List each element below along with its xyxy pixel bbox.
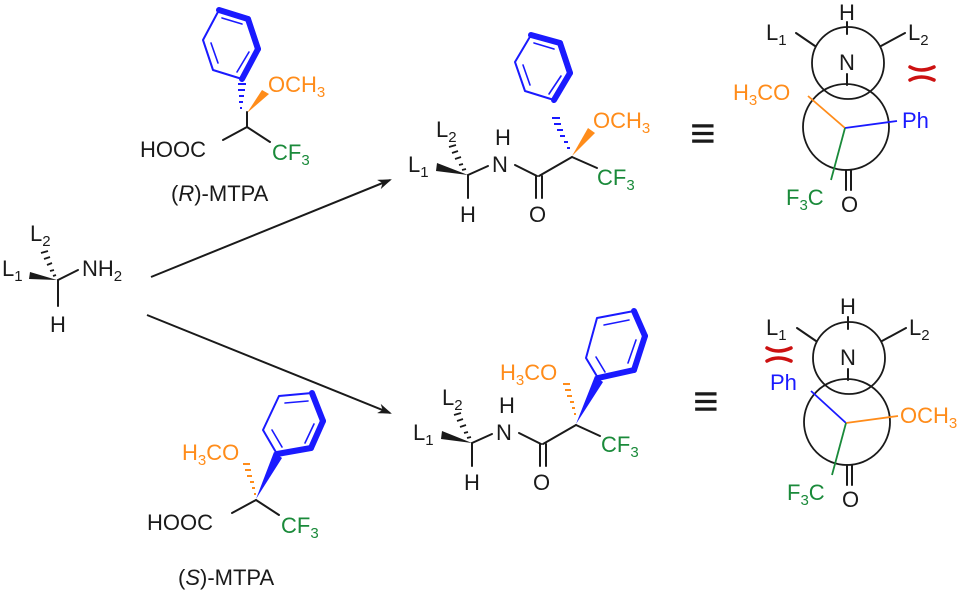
h-label: H — [50, 312, 66, 337]
wedge-bond-methoxy — [572, 128, 595, 156]
nh-h-label: H — [499, 393, 515, 418]
hashed-bond-phenyl — [238, 83, 246, 109]
methoxy-label: H3CO — [733, 80, 790, 109]
reaction-arrow-icon-top — [150, 179, 392, 278]
trifluoromethyl-label: F3C — [787, 480, 825, 509]
s-mtpa-label: (S)-MTPA — [178, 565, 274, 590]
reaction-arrow-icon-bottom — [146, 314, 392, 414]
hashed-bond-l2 — [40, 250, 57, 277]
hashed-bond-l2 — [448, 144, 467, 171]
l2-label: L2 — [30, 221, 51, 250]
carbonyl-o-label: O — [842, 487, 859, 512]
phenyl-ring-icon — [585, 308, 648, 381]
s-mtpa-amide-structure: L1 L2 H N H O — [413, 308, 648, 495]
hashed-bond-methoxy — [243, 463, 256, 495]
r-mtpa-amide-structure: L1 L2 H N H O — [408, 32, 650, 227]
r-mtpa-label: (R)-MTPA — [171, 181, 269, 206]
phenyl-ring-icon — [514, 32, 573, 103]
h-label: H — [839, 0, 855, 25]
steric-clash-icon — [908, 65, 936, 82]
l2-label: L2 — [908, 20, 929, 49]
l1-label: L1 — [413, 420, 434, 449]
methoxy-label: H3CO — [500, 360, 557, 389]
methoxy-label: H3CO — [182, 440, 239, 469]
n-label: N — [839, 50, 855, 75]
h-label: H — [464, 470, 480, 495]
equivalent-symbol-bottom: ≡ — [693, 377, 719, 426]
trifluoromethyl-label: CF3 — [597, 165, 635, 194]
l2-label: L2 — [442, 385, 463, 414]
trifluoromethyl-label: F3C — [786, 185, 824, 214]
trifluoromethyl-label: CF3 — [281, 513, 319, 542]
l2-label: L2 — [436, 117, 457, 146]
amine-label: NH2 — [82, 256, 122, 285]
carbonyl-o-label: O — [533, 470, 550, 495]
l1-label: L1 — [2, 256, 23, 285]
l1-label: L1 — [766, 20, 787, 49]
wedge-bond-l1 — [436, 163, 468, 175]
carbonyl-o-label: O — [529, 202, 546, 227]
l1-label: L1 — [766, 315, 787, 344]
carbonyl-o-label: O — [841, 192, 858, 217]
r-mtpa-structure: OCH3 HOOC CF3 (R)-MTPA — [140, 7, 325, 206]
phenyl-label: Ph — [770, 370, 797, 395]
wedge-bond-l1 — [441, 431, 472, 443]
l1-label: L1 — [408, 152, 429, 181]
nh-label: N — [492, 152, 508, 177]
wedge-bond-phenyl — [256, 452, 282, 499]
methoxy-label: OCH3 — [900, 403, 957, 432]
wedge-bond-methoxy — [247, 90, 269, 113]
methoxy-label: OCH3 — [593, 108, 650, 137]
h-label: H — [840, 294, 856, 319]
h-label: H — [460, 202, 476, 227]
hashed-bond-phenyl — [552, 117, 570, 149]
wedge-bond-l1 — [29, 272, 57, 280]
l2-label: L2 — [909, 315, 930, 344]
chiral-amine-structure: L1 L2 NH2 H — [2, 221, 122, 337]
s-mtpa-structure: H3CO HOOC CF3 (S)-MTPA — [147, 390, 326, 590]
hashed-bond-methoxy — [563, 383, 576, 415]
steric-clash-icon — [765, 346, 793, 363]
nh-h-label: H — [495, 125, 511, 150]
trifluoromethyl-label: CF3 — [272, 140, 310, 169]
hashed-bond-l2 — [453, 412, 472, 439]
phenyl-ring-icon — [202, 7, 261, 82]
newman-projection-r: H N L1 L2 H3CO Ph F3C O — [733, 0, 936, 217]
n-label: N — [840, 345, 856, 370]
methoxy-label: OCH3 — [268, 72, 325, 101]
wedge-bond-phenyl — [576, 376, 603, 424]
equivalent-symbol-top: ≡ — [690, 109, 716, 158]
carboxylic-acid-label: HOOC — [147, 510, 213, 535]
phenyl-label: Ph — [902, 108, 929, 133]
nh-label: N — [496, 420, 512, 445]
carboxylic-acid-label: HOOC — [140, 137, 206, 162]
newman-projection-s: H N L1 L2 Ph OCH3 F3C O — [765, 294, 957, 512]
trifluoromethyl-label: CF3 — [601, 432, 639, 461]
phenyl-ring-icon — [262, 390, 326, 457]
